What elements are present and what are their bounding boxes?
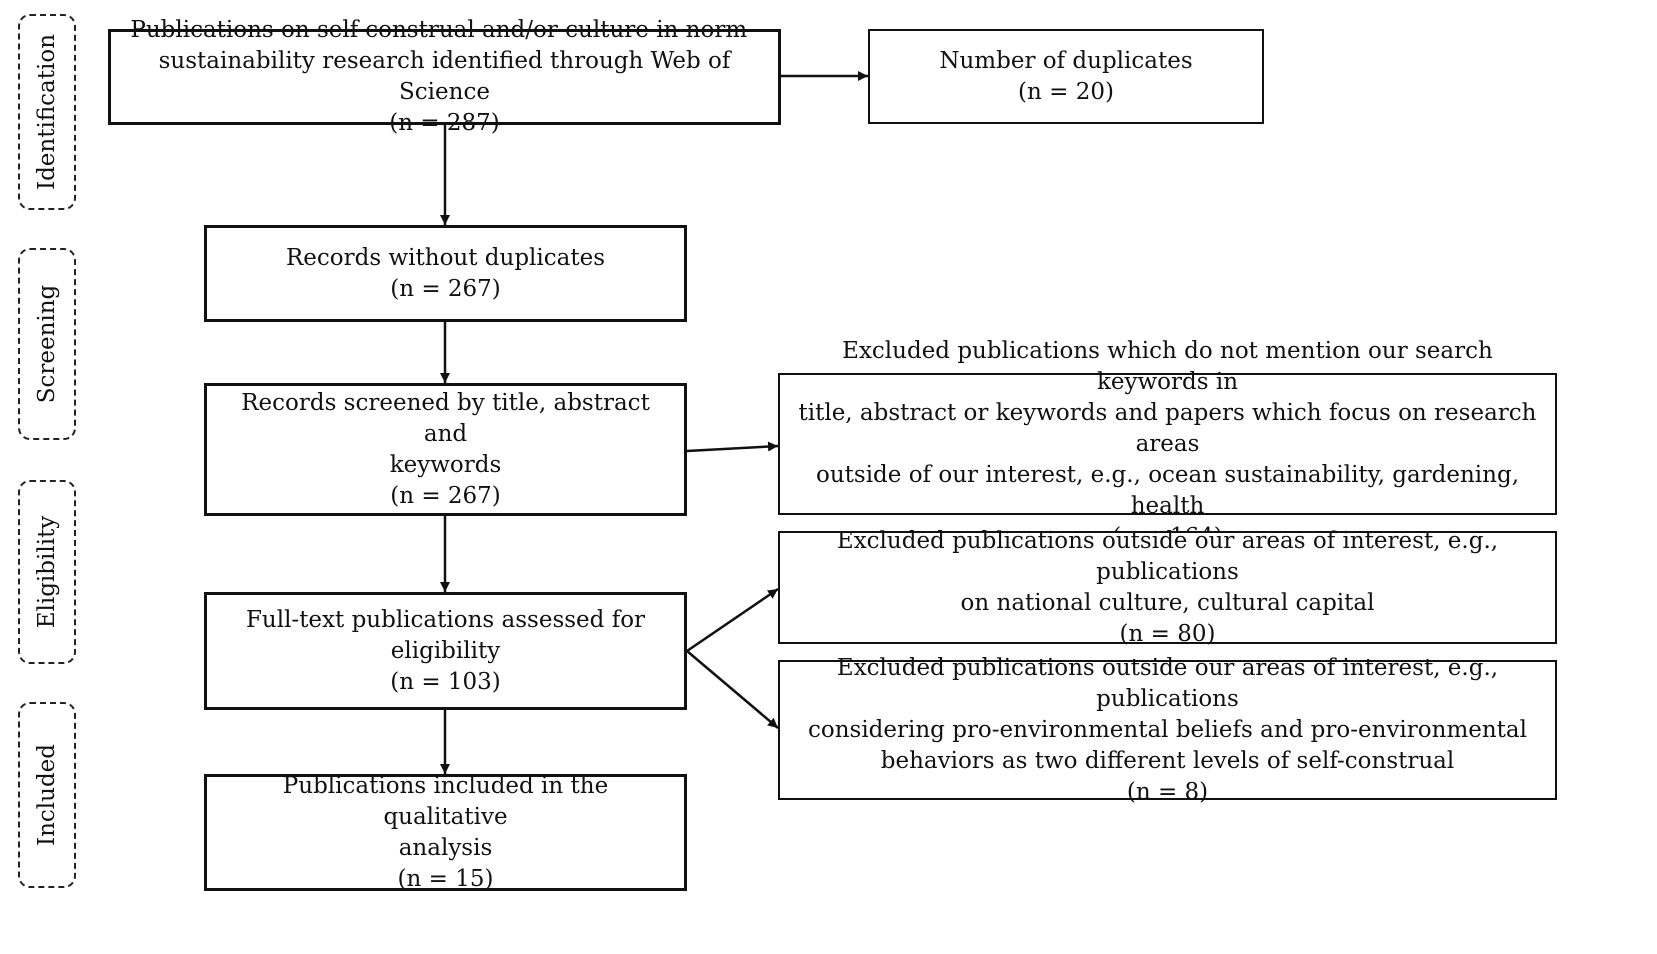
box-excluded-screening-line-3: outside of our interest, e.g., ocean sus… [815,461,1520,519]
box-included-line-1: Publications included in the qualitative [282,772,609,830]
box-excluded-levels-line-1: Excluded publications outside our areas … [836,654,1499,712]
box-excluded-national-count: (n = 80) [1119,620,1216,647]
box-excluded-national: Excluded publications outside our areas … [778,528,1557,647]
box-included: Publications included in the qualitative… [204,772,687,892]
box-screened-line-1: Records screened by title, abstract and [241,389,650,447]
box-without-duplicates: Records without duplicates (n = 267) [204,225,687,322]
box-identified-line-2: sustainability research identified throu… [158,48,731,105]
box-full-text: Full-text publications assessed for elig… [204,592,687,710]
box-screened-count: (n = 267) [390,482,501,509]
box-excluded-national-line-1: Excluded publications outside our areas … [836,527,1499,585]
box-full-text-line-2: eligibility [390,637,501,664]
box-duplicates: Number of duplicates (n = 20) [868,29,1264,124]
box-excluded-screening-line-2: title, abstract or keywords and papers w… [798,399,1537,457]
box-full-text-line-1: Full-text publications assessed for [245,606,646,633]
box-excluded-levels-count: (n = 8) [1126,778,1209,805]
box-excluded-national-line-2: on national culture, cultural capital [960,589,1375,616]
box-included-line-2: analysis [398,834,493,861]
phase-identification: Identification [18,14,76,210]
box-screened: Records screened by title, abstract and … [204,383,687,516]
box-identified-line-1: Publications on self-construal and/or cu… [130,17,759,43]
box-included-count: (n = 15) [397,865,494,892]
box-excluded-screening-line-1: Excluded publications which do not menti… [842,337,1493,395]
box-identified: Publications on self-construal and/or cu… [108,17,781,136]
box-excluded-levels-line-3: behaviors as two different levels of sel… [880,747,1455,774]
arrow-screened-to-excluded [686,441,779,453]
box-screened-line-2: keywords [389,451,502,478]
box-duplicates-line-1: Number of duplicates [939,47,1193,74]
box-without-duplicates-count: (n = 267) [390,275,501,302]
box-full-text-count: (n = 103) [390,668,501,695]
box-duplicates-count: (n = 20) [1018,78,1114,105]
arrow-full-text-to-excluded-national [686,587,779,653]
box-excluded-screening: Excluded publications which do not menti… [778,338,1557,550]
phase-screening: Screening [18,248,76,440]
arrow-full-text-to-excluded-levels [686,650,779,729]
box-without-duplicates-line-1: Records without duplicates [285,244,606,271]
box-excluded-levels-line-2: considering pro-environmental beliefs an… [807,716,1527,743]
phase-eligibility: Eligibility [18,480,76,664]
box-excluded-levels: Excluded publications outside our areas … [778,655,1557,805]
phase-included: Included [18,702,76,888]
